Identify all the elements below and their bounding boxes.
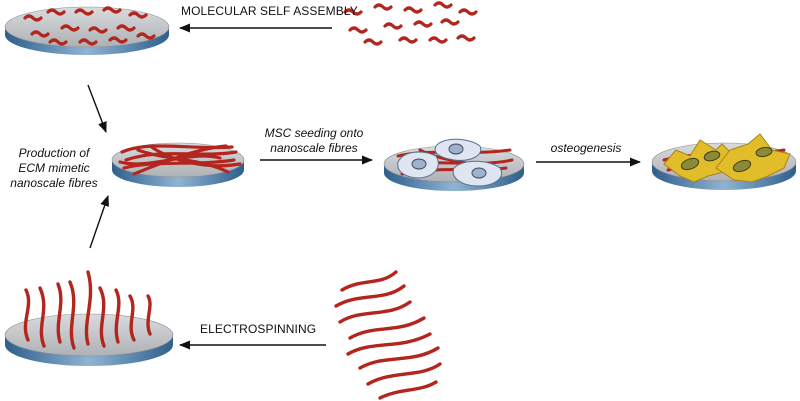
cell-nucleus — [471, 167, 487, 179]
msc-cell-2 — [434, 138, 482, 161]
standing-fibres — [23, 270, 152, 350]
label-osteogenesis: osteogenesis — [550, 141, 622, 155]
arrow-down-to-fibres — [87, 84, 107, 134]
long-fibres — [118, 144, 242, 176]
disc-electrospinning — [4, 270, 174, 366]
label-molecular-self-assembly: MOLECULAR SELF ASSEMBLY — [181, 4, 358, 18]
label-production-line-2: ECM mimetic — [18, 161, 90, 175]
loose-electrospun-fibres — [334, 270, 442, 400]
msc-cell-1 — [397, 151, 439, 179]
disc-self-assembly — [4, 6, 170, 55]
disc-osteogenesis — [651, 133, 797, 190]
label-production-line-3: nanoscale fibres — [10, 176, 98, 190]
disc-nanofibres — [111, 142, 245, 187]
cell-nucleus — [448, 143, 464, 155]
label-msc-line-2: nanoscale fibres — [270, 141, 358, 155]
osteoblast-cells — [663, 133, 791, 183]
msc-cell-3 — [452, 160, 502, 187]
label-production-ecm: Production of ECM mimetic nanoscale fibr… — [2, 146, 106, 191]
disc-msc-seeded — [383, 138, 525, 191]
label-production-line-1: Production of — [18, 146, 90, 160]
osteoblast-nuclei — [680, 146, 773, 173]
label-msc-seeding: MSC seeding onto nanoscale fibres — [256, 126, 372, 156]
cell-nucleus — [411, 158, 427, 170]
label-electrospinning: ELECTROSPINNING — [200, 322, 317, 336]
short-fibres-on-disc — [23, 6, 156, 46]
free-molecules — [343, 1, 478, 46]
arrow-up-to-fibres — [89, 194, 109, 249]
label-msc-line-1: MSC seeding onto — [264, 126, 364, 140]
